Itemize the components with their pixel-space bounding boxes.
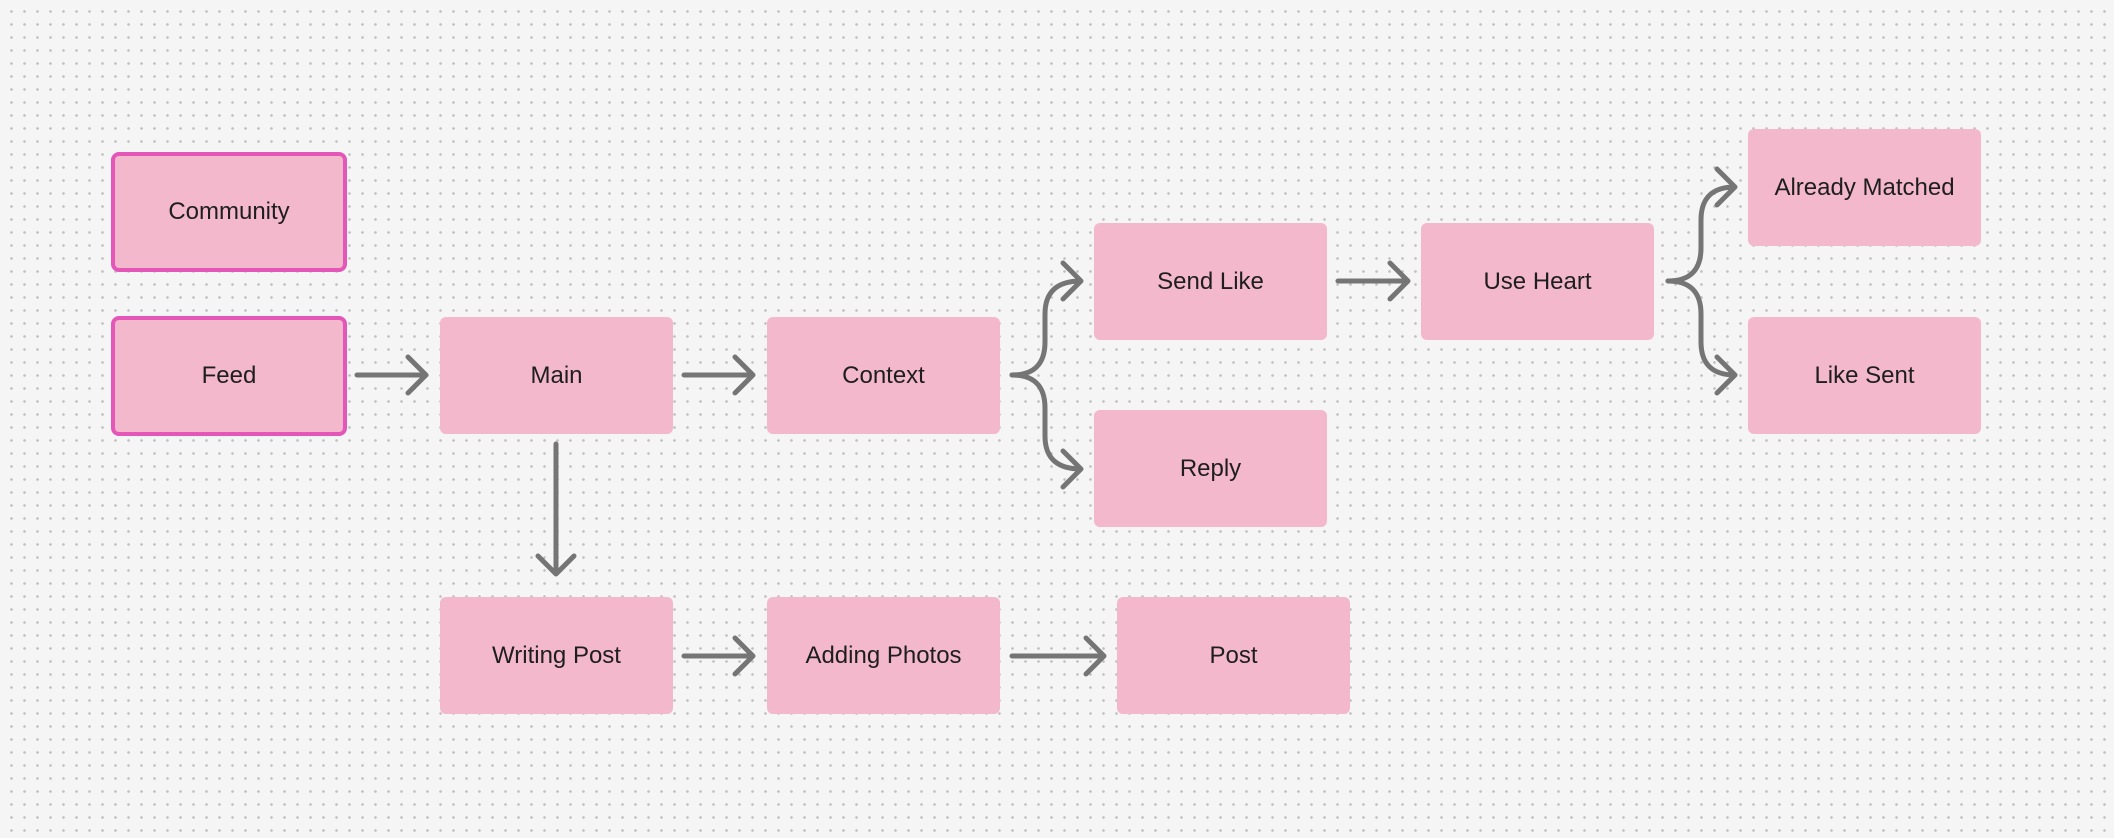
node-writing-post-label: Writing Post [492,641,621,669]
node-adding-photos[interactable]: Adding Photos [767,597,1000,714]
arrow-use-heart-to-like-sent[interactable] [1665,278,1738,396]
node-main-label: Main [530,361,583,389]
node-feed[interactable]: Feed [111,316,347,436]
arrow-main-to-writing-post[interactable] [535,441,577,577]
node-context[interactable]: Context [767,317,1000,434]
arrow-adding-photos-to-post[interactable] [1009,635,1107,677]
arrow-send-like-to-use-heart[interactable] [1335,260,1411,302]
arrow-context-to-reply[interactable] [1009,372,1084,490]
node-post-label: Post [1209,641,1258,669]
node-already-matched-label: Already Matched [1774,173,1955,201]
node-community[interactable]: Community [111,152,347,272]
arrow-feed-to-main[interactable] [354,354,429,396]
node-post[interactable]: Post [1117,597,1350,714]
arrow-main-to-context[interactable] [681,354,756,396]
node-writing-post[interactable]: Writing Post [440,597,673,714]
node-community-label: Community [168,198,290,225]
node-send-like-label: Send Like [1157,267,1264,295]
node-reply-label: Reply [1179,454,1242,482]
node-use-heart[interactable]: Use Heart [1421,223,1654,340]
node-adding-photos-label: Adding Photos [805,641,962,669]
node-already-matched[interactable]: Already Matched [1748,129,1981,246]
node-feed-label: Feed [201,362,257,389]
node-context-label: Context [842,361,925,389]
node-like-sent[interactable]: Like Sent [1748,317,1981,434]
arrow-use-heart-to-already-matched[interactable] [1665,166,1738,284]
arrow-context-to-send-like[interactable] [1009,260,1084,378]
node-reply[interactable]: Reply [1094,410,1327,527]
node-like-sent-label: Like Sent [1814,361,1915,389]
node-send-like[interactable]: Send Like [1094,223,1327,340]
arrow-writing-post-to-adding-photos[interactable] [681,635,756,677]
node-main[interactable]: Main [440,317,673,434]
node-use-heart-label: Use Heart [1483,267,1592,295]
